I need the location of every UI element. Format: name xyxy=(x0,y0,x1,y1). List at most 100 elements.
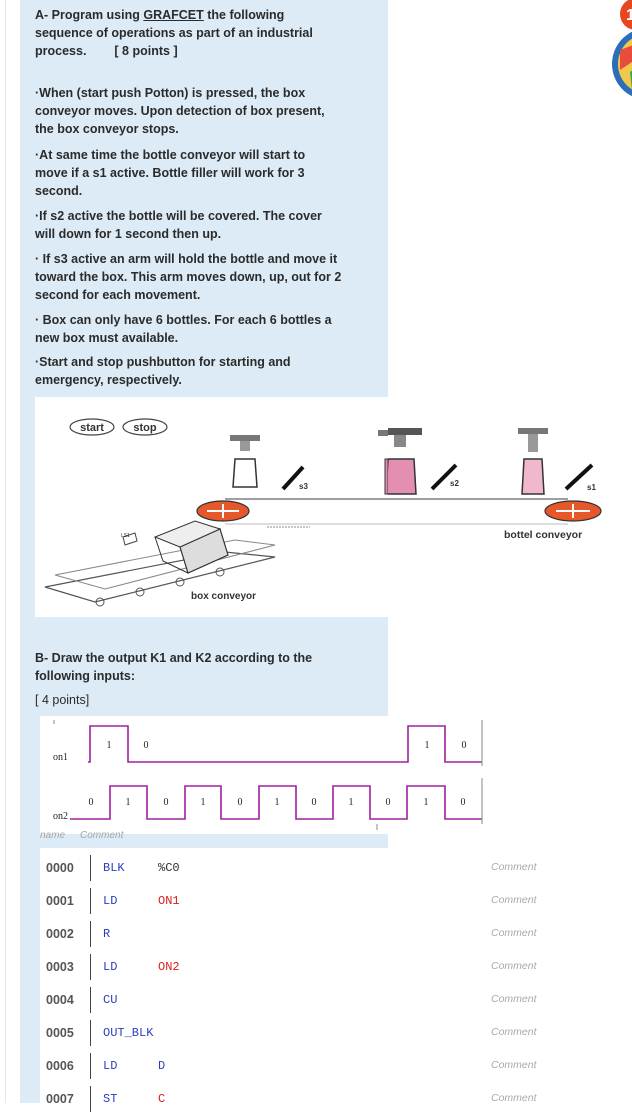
row-instruction[interactable]: OUT_BLK xyxy=(103,1026,154,1040)
badge-graphic: 1 xyxy=(612,0,632,97)
row-separator xyxy=(90,1020,91,1046)
sensor-s3-label: s3 xyxy=(299,482,308,491)
row-separator xyxy=(90,954,91,980)
sensor-s2-label: s2 xyxy=(450,479,459,488)
heading-line-2: sequence of operations as part of an ind… xyxy=(35,26,313,40)
row-instruction[interactable]: LD xyxy=(103,960,118,974)
on2-level-label: 1 xyxy=(126,797,131,808)
row-operand[interactable]: D xyxy=(158,1059,166,1073)
bottle-station-s1 xyxy=(521,458,545,495)
row-separator xyxy=(90,855,91,881)
on2-level-label: 1 xyxy=(275,797,280,808)
section-b-points: [ 4 points] xyxy=(35,693,90,707)
requirement-line: new box must available. xyxy=(35,331,179,345)
row-address: 0004 xyxy=(46,993,74,1007)
bottle-stations-diagram: s2 s1 bottel conveyor xyxy=(380,428,602,541)
requirement-line: emergency, respectively. xyxy=(35,373,182,387)
requirement-line: conveyor moves. Upon detection of box pr… xyxy=(35,104,325,118)
row-comment[interactable]: Comment xyxy=(491,993,537,1005)
on1-waveform xyxy=(88,725,482,763)
on2-label: on2 xyxy=(53,811,68,822)
on1-level-label: 1 xyxy=(425,740,430,751)
requirement-line: second. xyxy=(35,184,83,198)
on2-level-label: 0 xyxy=(238,797,243,808)
row-comment[interactable]: Comment xyxy=(491,927,537,939)
instruction-row[interactable]: 0002 R xyxy=(40,917,388,950)
on1-level-label: 0 xyxy=(144,740,149,751)
badge-count: 1 xyxy=(626,7,632,24)
bottle-conveyor-label: bottel conveyor xyxy=(504,529,582,541)
row-instruction[interactable]: CU xyxy=(103,993,118,1007)
name-column-header: name xyxy=(40,830,66,841)
on2-level-label: 1 xyxy=(201,797,206,808)
row-comment[interactable]: Comment xyxy=(491,960,537,972)
instruction-row[interactable]: 0001 LD ON1 xyxy=(40,884,388,917)
requirement-line: the box conveyor stops. xyxy=(35,122,179,136)
instruction-list xyxy=(40,848,388,1103)
on2-level-label: 1 xyxy=(349,797,354,808)
section-b-heading: B- Draw the output K1 and K2 according t… xyxy=(35,649,365,709)
on2-level-label: 1 xyxy=(424,797,429,808)
instruction-row[interactable]: 0006 LD D xyxy=(40,1049,388,1082)
requirement-line: ·When (start push Potton) is pressed, th… xyxy=(35,86,306,100)
requirement-line: ·If s2 active the bottle will be covered… xyxy=(35,209,322,223)
row-address: 0001 xyxy=(46,894,74,908)
row-comment[interactable]: Comment xyxy=(491,1059,537,1071)
row-operand[interactable]: %C0 xyxy=(158,861,180,875)
row-instruction[interactable]: LD xyxy=(103,1059,118,1073)
bottle-station-s3 xyxy=(232,458,258,488)
on2-level-label: 0 xyxy=(312,797,317,808)
instruction-row[interactable]: 0005 OUT_BLK xyxy=(40,1016,388,1049)
requirement-line: will down for 1 second then up. xyxy=(35,227,222,241)
process-figure: start stop s3 LS1 box conveyor xyxy=(35,397,389,617)
box-conveyor-diagram: LS1 box conveyor xyxy=(44,520,310,607)
requirement-line: second for each movement. xyxy=(35,288,201,302)
limit-switch-label: LS1 xyxy=(121,533,130,539)
row-separator xyxy=(90,888,91,914)
on1-label: on1 xyxy=(53,752,68,763)
on2-level-label: 0 xyxy=(89,797,94,808)
row-comment[interactable]: Comment xyxy=(491,861,537,873)
row-comment[interactable]: Comment xyxy=(491,1026,537,1038)
row-instruction[interactable]: BLK xyxy=(103,861,125,875)
row-separator xyxy=(90,987,91,1013)
row-operand[interactable]: ON1 xyxy=(158,894,180,908)
row-instruction[interactable]: LD xyxy=(103,894,118,908)
row-comment[interactable]: Comment xyxy=(491,894,537,906)
on2-level-label: 0 xyxy=(461,797,466,808)
heading-line-3: process. xyxy=(35,44,87,58)
row-separator xyxy=(90,1086,91,1112)
row-address: 0002 xyxy=(46,927,74,941)
row-comment[interactable]: Comment xyxy=(491,1092,537,1104)
row-operand[interactable]: C xyxy=(158,1092,166,1106)
corner-badge: 1 xyxy=(606,0,632,110)
requirement-line: ·Start and stop pushbutton for starting … xyxy=(35,355,291,369)
row-address: 0006 xyxy=(46,1059,74,1073)
section-b-line-2: following inputs: xyxy=(35,669,135,683)
instruction-row[interactable]: 0004 CU xyxy=(40,983,388,1016)
start-label: start xyxy=(80,422,104,434)
comment-column-header: Comment xyxy=(80,830,124,841)
heading-text: A- Program using xyxy=(35,8,144,22)
stop-button-shape xyxy=(122,418,168,436)
notification-badge xyxy=(620,0,632,30)
row-address: 0005 xyxy=(46,1026,74,1040)
requirement-1: ·When (start push Potton) is pressed, th… xyxy=(35,84,365,138)
on1-level-label: 1 xyxy=(107,740,112,751)
row-operand[interactable]: ON2 xyxy=(158,960,180,974)
requirement-line: · If s3 active an arm will hold the bott… xyxy=(35,252,338,266)
requirement-line: move if a s1 active. Bottle filler will … xyxy=(35,166,305,180)
row-instruction[interactable]: R xyxy=(103,927,111,941)
grafcet-term: GRAFCET xyxy=(143,8,204,22)
row-instruction[interactable]: ST xyxy=(103,1092,118,1106)
box-conveyor-label: box conveyor xyxy=(191,591,256,602)
requirement-line: ·At same time the bottle conveyor will s… xyxy=(35,148,306,162)
section-b-line-1: B- Draw the output K1 and K2 according t… xyxy=(35,651,313,665)
